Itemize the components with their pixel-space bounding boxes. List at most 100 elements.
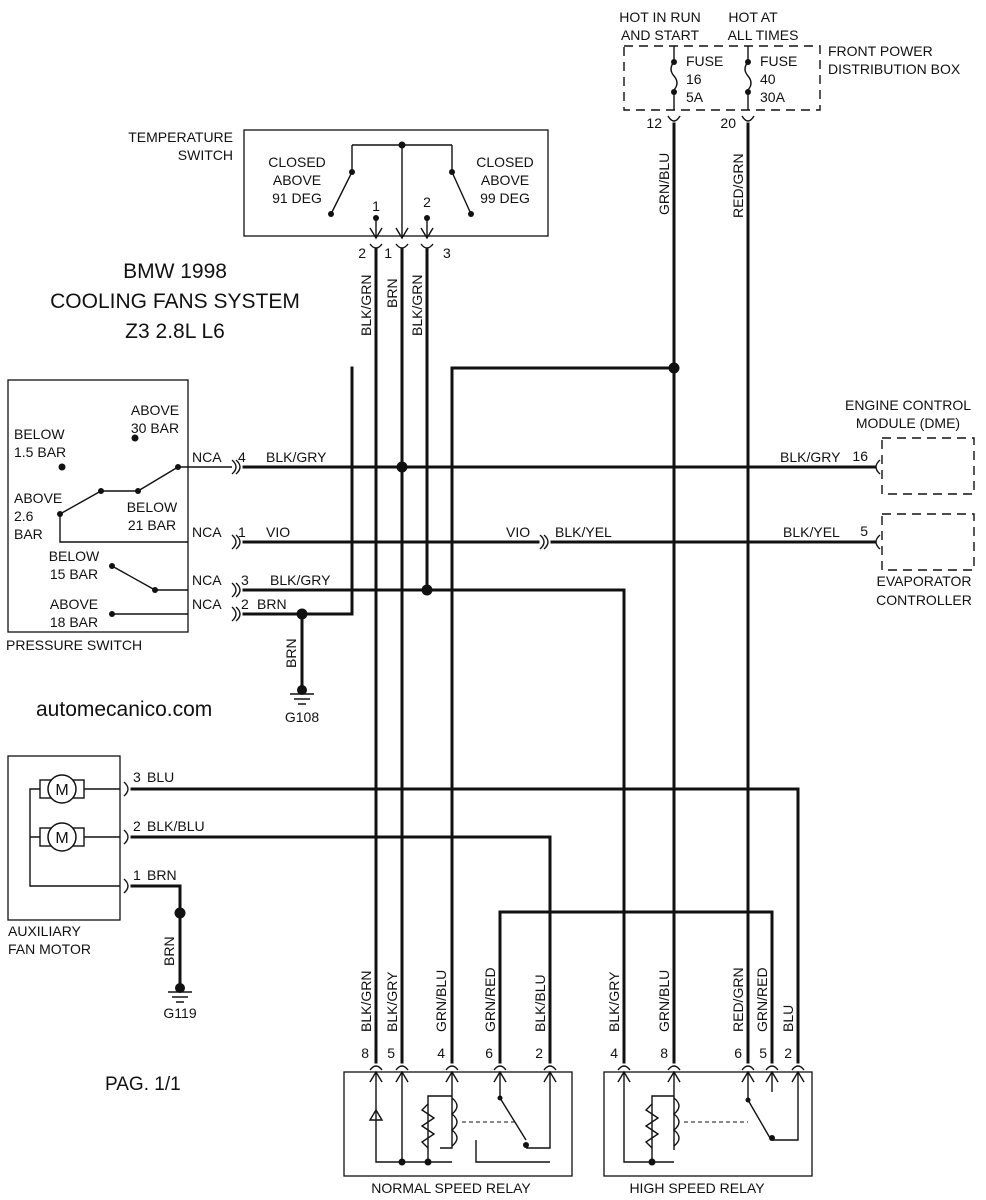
wire-blk-blu xyxy=(130,835,552,1064)
wire-grn-red xyxy=(498,910,774,1064)
label-blk-yel-left: BLK/YEL xyxy=(555,524,612,540)
ps-pin-3: 3 xyxy=(241,572,249,588)
power-distribution-box: HOT IN RUN AND START HOT AT ALL TIMES FR… xyxy=(619,9,961,131)
title-line-2: COOLING FANS SYSTEM xyxy=(50,290,300,313)
below-15-line-2: 15 BAR xyxy=(50,566,98,582)
pressure-switch-name: PRESSURE SWITCH xyxy=(6,637,142,653)
aux-motor-internal-wiring xyxy=(29,788,120,887)
label-brn-ps2: BRN xyxy=(257,596,287,612)
label-nsr-grn-red: GRN/RED xyxy=(482,967,498,1032)
aux-motor-name-1: AUXILIARY xyxy=(8,923,82,939)
nsr-pin-2: 2 xyxy=(535,1045,543,1061)
connector-ps-4-icon xyxy=(231,459,241,475)
ground-g108: G108 xyxy=(285,685,319,725)
label-vio-right: VIO xyxy=(506,524,530,540)
fuse-16-symbol xyxy=(670,46,678,110)
label-hsr-red-grn: RED/GRN xyxy=(730,967,746,1032)
below-15-line-1: BELOW xyxy=(49,548,100,564)
hot-in-run-label-1: HOT IN RUN xyxy=(619,9,700,25)
wire-labels: GRN/BLU RED/GRN BLK/GRN BRN BLK/GRN BLK/… xyxy=(147,153,841,1032)
label-hsr-blk-gry: BLK/GRY xyxy=(606,971,622,1032)
label-brn-g108: BRN xyxy=(283,638,299,668)
label-blk-gry-ecm: BLK/GRY xyxy=(780,449,841,465)
label-hsr-grn-blu: GRN/BLU xyxy=(656,970,672,1032)
nsr-contact-wiring xyxy=(475,1072,551,1163)
connector-ps-2-icon xyxy=(231,606,241,622)
pressure-switch: PRESSURE SWITCH ABOVE 30 BAR BELOW 1.5 B… xyxy=(6,379,249,653)
hot-always-label-1: HOT AT xyxy=(728,9,778,25)
temp-right-line-3: 99 DEG xyxy=(480,190,530,206)
nsr-resistor-icon xyxy=(420,1103,436,1149)
ground-g119-label: G119 xyxy=(163,1005,196,1021)
label-blk-yel-right: BLK/YEL xyxy=(783,524,840,540)
watermark: automecanico.com xyxy=(36,698,212,721)
wiring xyxy=(130,122,876,1064)
label-brn-aux: BRN xyxy=(147,867,177,883)
connector-evap-5-icon xyxy=(875,534,881,550)
ground-g119-icon xyxy=(168,991,192,1003)
above-2-6-line-2: 2.6 xyxy=(14,508,34,524)
label-hsr-grn-red: GRN/RED xyxy=(754,967,770,1032)
pin-12-label: 12 xyxy=(646,115,662,131)
temp-switch-connectors xyxy=(369,243,434,249)
temp-switch-name-2: SWITCH xyxy=(178,147,233,163)
normal-relay-pins: 8 5 4 6 2 xyxy=(361,1045,543,1061)
temp-left-line-3: 91 DEG xyxy=(272,190,322,206)
connector-aux-2-icon xyxy=(123,829,129,845)
connector-ecm-16-icon xyxy=(875,459,881,475)
hsr-coil-wiring xyxy=(623,1072,675,1163)
label-blk-grn-temp-3: BLK/GRN xyxy=(409,275,425,336)
temp-inner-pin-2: 2 xyxy=(423,194,431,210)
nsr-pin-5: 5 xyxy=(387,1045,395,1061)
normal-relay-name: NORMAL SPEED RELAY xyxy=(371,1180,531,1196)
power-box-name-2: DISTRIBUTION BOX xyxy=(828,61,961,77)
label-blk-gry-ps3: BLK/GRY xyxy=(270,572,331,588)
wire-blk-gry-high-4 xyxy=(425,588,626,1064)
aux-motor-outline xyxy=(7,755,121,921)
nca-label-4: NCA xyxy=(192,449,222,465)
temp-switch-name-1: TEMPERATURE xyxy=(128,129,233,145)
ground-g108-icon xyxy=(290,693,314,705)
high-relay-outline xyxy=(603,1071,813,1177)
aux-pin-2: 2 xyxy=(133,818,141,834)
nsr-pin-4: 4 xyxy=(437,1045,445,1061)
wire-blu xyxy=(130,787,800,1064)
engine-control-module: ENGINE CONTROL MODULE (DME) 16 xyxy=(845,397,975,495)
connector-vio-icon xyxy=(539,534,549,550)
label-nsr-grn-blu: GRN/BLU xyxy=(433,970,449,1032)
label-red-grn-top: RED/GRN xyxy=(730,153,746,218)
below-1-5-line-1: BELOW xyxy=(14,426,65,442)
evap-name-2: CONTROLLER xyxy=(876,592,972,608)
nca-label-2: NCA xyxy=(192,596,222,612)
temp-switch-pins xyxy=(375,218,428,238)
label-blu-aux: BLU xyxy=(147,769,174,785)
nsr-connector-icons xyxy=(369,1065,557,1071)
fuse-16-amps: 5A xyxy=(686,89,704,105)
nsr-diode-icon xyxy=(368,1108,384,1121)
title-line-3: Z3 2.8L L6 xyxy=(125,320,225,343)
above-30-line-1: ABOVE xyxy=(131,402,179,418)
label-brn-temp: BRN xyxy=(384,278,400,308)
aux-pin-3: 3 xyxy=(133,769,141,785)
hot-in-run-label-2: AND START xyxy=(621,27,699,43)
fuse-16-number: 16 xyxy=(686,71,702,87)
label-vio-left: VIO xyxy=(266,524,290,540)
label-nsr-blk-grn: BLK/GRN xyxy=(358,971,374,1032)
label-brn-g119: BRN xyxy=(161,936,177,966)
hsr-connector-icons xyxy=(617,1065,805,1071)
high-relay-pins: 4 8 6 5 2 xyxy=(610,1045,792,1061)
hot-always-label-2: ALL TIMES xyxy=(728,27,799,43)
ps-pin-2: 2 xyxy=(241,596,249,612)
ps-pin-4: 4 xyxy=(238,449,246,465)
above-2-6-line-3: BAR xyxy=(14,526,43,542)
temperature-switch: TEMPERATURE SWITCH CLOSED ABOVE 91 DEG C… xyxy=(128,129,549,261)
temp-pin-a: 2 xyxy=(358,245,366,261)
ecm-outline xyxy=(881,437,975,495)
hsr-pin-6: 6 xyxy=(734,1045,742,1061)
motor-1-symbol: M xyxy=(55,782,68,799)
label-grn-blu-top: GRN/BLU xyxy=(656,153,672,215)
connector-20-icon xyxy=(741,115,755,122)
connector-ps-3-icon xyxy=(231,582,241,598)
motor-2-icon xyxy=(47,822,77,852)
